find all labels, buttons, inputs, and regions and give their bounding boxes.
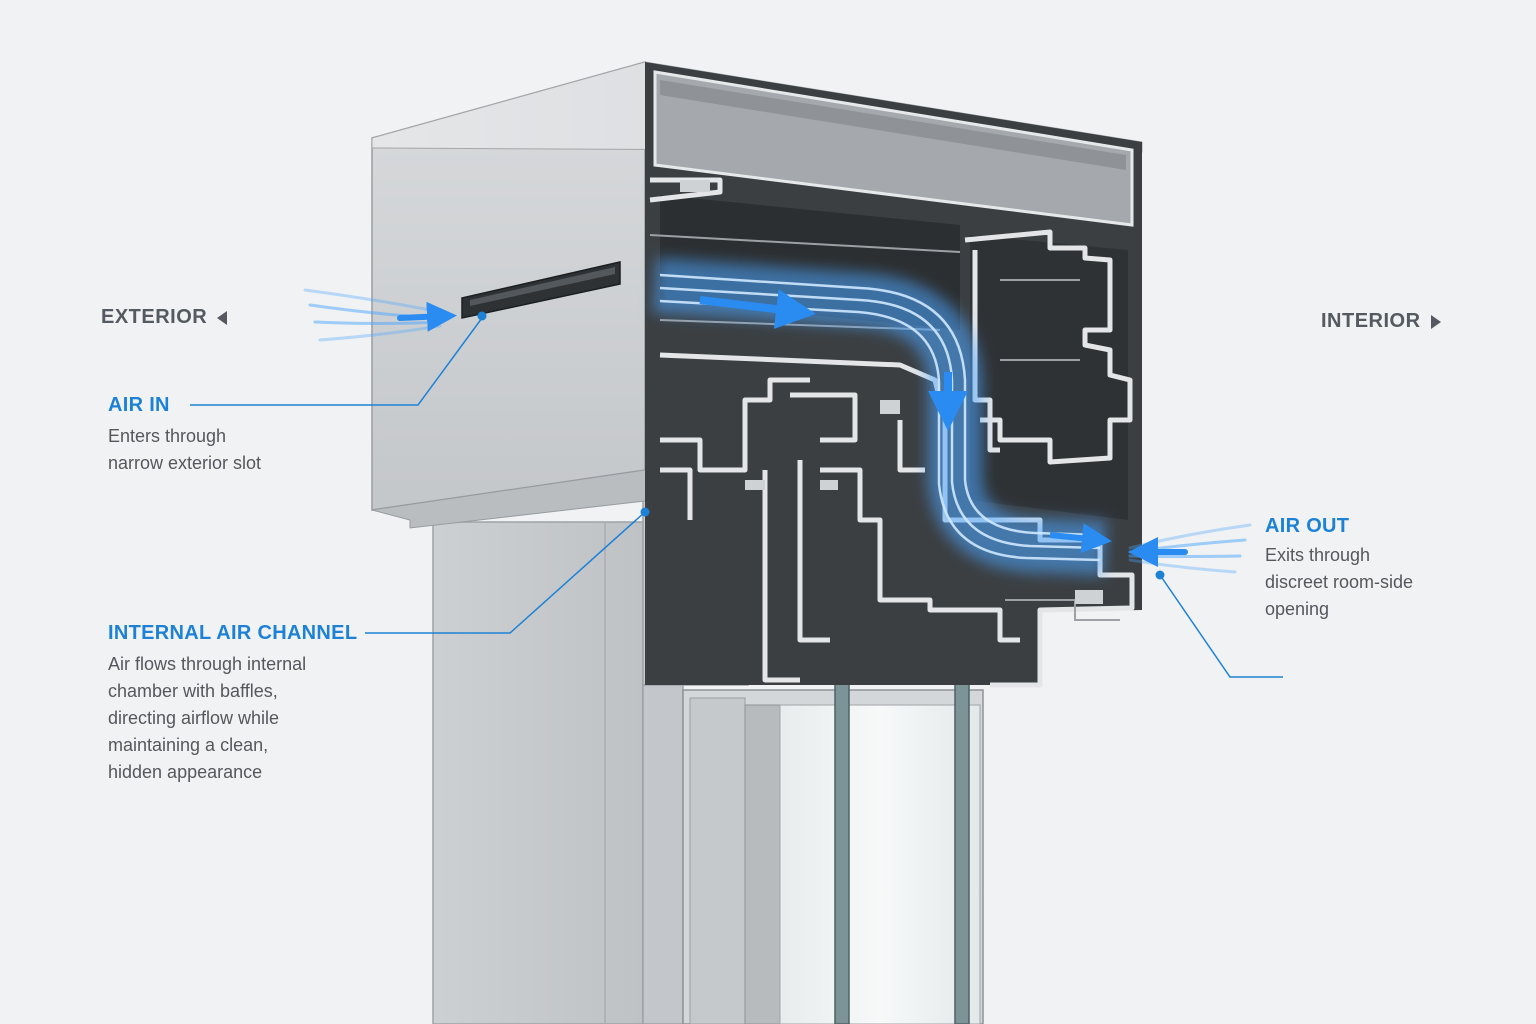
airflow-arrow-icon <box>699 289 816 329</box>
interior-text: INTERIOR <box>1321 310 1421 332</box>
internal-channel-title: INTERNAL AIR CHANNEL <box>108 622 358 644</box>
window-sash <box>682 639 984 1024</box>
internal-channel-description: Air flows through internal chamber with … <box>108 654 307 782</box>
exterior-text: EXTERIOR <box>101 306 208 328</box>
leader-lines <box>190 317 1283 678</box>
exterior-label: EXTERIOR <box>101 306 228 329</box>
air-out-title: AIR OUT <box>1265 515 1350 537</box>
airflow-arrow-icon <box>1049 523 1112 554</box>
air-out-flow-lines <box>1128 523 1252 574</box>
air-in-flow-lines <box>303 288 457 342</box>
airflow-arrow-icon <box>397 301 457 332</box>
air-out-marker <box>1155 570 1165 580</box>
air-in-marker <box>477 311 487 321</box>
air-in-description: Enters through narrow exterior slot <box>108 426 262 473</box>
interior-label: INTERIOR <box>1321 310 1441 333</box>
arrow-left-icon <box>217 310 228 325</box>
air-out-description: Exits through discreet room-side opening <box>1265 545 1414 619</box>
air-in-title: AIR IN <box>108 394 170 416</box>
arrow-right-icon <box>1430 314 1441 329</box>
frame-cross-section <box>645 62 1142 688</box>
channel-marker <box>640 507 650 517</box>
airflow-path <box>652 257 1112 576</box>
